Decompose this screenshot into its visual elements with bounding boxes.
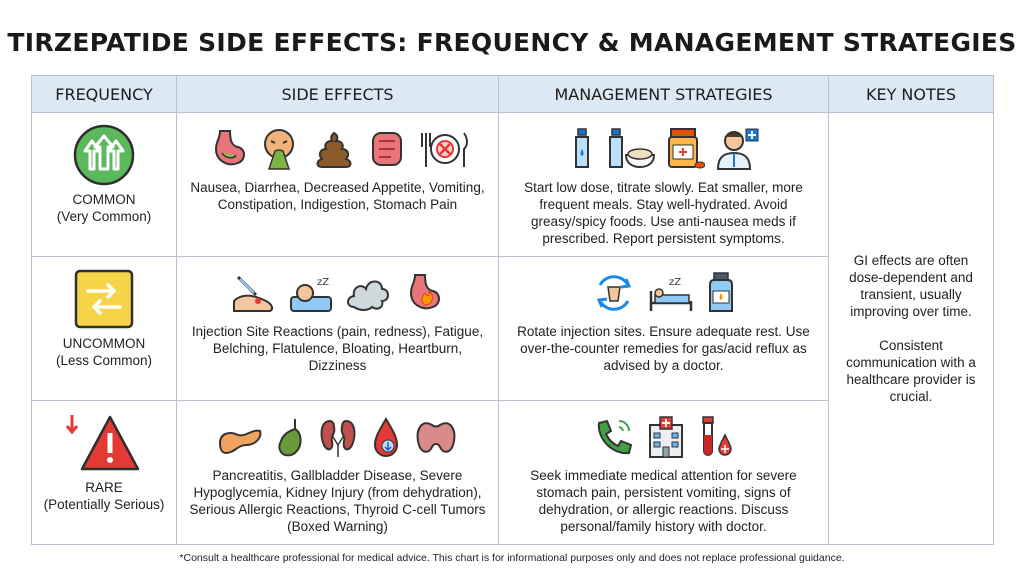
water-and-meal-icon bbox=[609, 128, 656, 169]
side-effects-text: Injection Site Reactions (pain, redness)… bbox=[191, 324, 484, 373]
side-effects-table: FREQUENCY SIDE EFFECTS MANAGEMENT STRATE… bbox=[31, 75, 994, 545]
table-row-rare: RARE (Potentially Serious) bbox=[31, 400, 994, 545]
key-note-communication: Consistent communication with a healthca… bbox=[846, 338, 976, 404]
vomiting-face-icon bbox=[263, 129, 294, 170]
sleeping-person-icon: zZ bbox=[290, 277, 332, 312]
management-cell-rare: Seek immediate medical attention for sev… bbox=[498, 400, 829, 545]
thyroid-icon bbox=[416, 422, 455, 453]
header-frequency: FREQUENCY bbox=[31, 75, 177, 113]
key-notes-cell: GI effects are often dose-dependent and … bbox=[828, 112, 994, 545]
frequency-sublabel: (Very Common) bbox=[56, 209, 152, 224]
frequency-level: UNCOMMON bbox=[62, 336, 146, 351]
svg-text:zZ: zZ bbox=[669, 277, 681, 288]
disclaimer-footnote: *Consult a healthcare professional for m… bbox=[179, 552, 845, 564]
blood-test-icon bbox=[701, 416, 732, 456]
table-row-common: COMMON (Very Common) bbox=[31, 112, 994, 545]
frequency-cell-common: COMMON (Very Common) bbox=[31, 112, 177, 257]
up-arrows-icon bbox=[73, 124, 135, 186]
header-management: MANAGEMENT STRATEGIES bbox=[498, 75, 829, 113]
heartburn-stomach-icon bbox=[409, 274, 440, 310]
management-text: Rotate injection sites. Ensure adequate … bbox=[517, 324, 810, 373]
rotate-sites-icon bbox=[596, 275, 631, 311]
pancreas-icon bbox=[218, 429, 261, 455]
side-effects-cell-uncommon: zZ Injection Site Reactions (pain, redne… bbox=[176, 256, 499, 401]
header-key-notes: KEY NOTES bbox=[828, 75, 994, 113]
management-cell-common: Start low dose, titrate slowly. Eat smal… bbox=[498, 112, 829, 257]
svg-text:zZ: zZ bbox=[317, 277, 329, 288]
page-title: TIRZEPATIDE SIDE EFFECTS: FREQUENCY & MA… bbox=[7, 28, 1017, 57]
side-effects-cell-rare: Pancreatitis, Gallbladder Disease, Sever… bbox=[176, 400, 499, 545]
warning-triangle-icon bbox=[65, 415, 140, 471]
header-side-effects: SIDE EFFECTS bbox=[176, 75, 499, 113]
gas-cloud-icon bbox=[347, 280, 389, 311]
table-header-row: FREQUENCY SIDE EFFECTS MANAGEMENT STRATE… bbox=[31, 75, 994, 113]
key-note-dose-dependent: GI effects are often dose-dependent and … bbox=[849, 253, 973, 319]
side-effects-cell-common: Nausea, Diarrhea, Decreased Appetite, Vo… bbox=[176, 112, 499, 257]
phone-call-icon bbox=[597, 419, 632, 455]
management-cell-uncommon: zZ Rotate injection sites. Ensure adequa… bbox=[498, 256, 829, 401]
injection-arm-icon bbox=[233, 275, 274, 312]
management-text: Start low dose, titrate slowly. Eat smal… bbox=[524, 180, 803, 246]
medicine-bottle-icon bbox=[668, 128, 705, 169]
rest-bed-icon: zZ bbox=[649, 277, 692, 311]
frequency-cell-uncommon: UNCOMMON (Less Common) bbox=[31, 256, 177, 401]
stool-icon bbox=[316, 131, 351, 168]
frequency-sublabel: (Potentially Serious) bbox=[43, 497, 165, 512]
water-bottle-icon bbox=[575, 128, 589, 168]
stomach-icon bbox=[214, 130, 245, 166]
doctor-icon bbox=[716, 128, 759, 170]
gallbladder-icon bbox=[277, 419, 301, 457]
side-effects-text: Nausea, Diarrhea, Decreased Appetite, Vo… bbox=[190, 180, 485, 212]
antacid-bottle-icon bbox=[708, 272, 733, 312]
swap-arrows-icon bbox=[74, 269, 134, 329]
kidneys-icon bbox=[320, 419, 355, 457]
table-row-uncommon: UNCOMMON (Less Common) bbox=[31, 256, 994, 401]
side-effects-text: Pancreatitis, Gallbladder Disease, Sever… bbox=[189, 468, 486, 534]
frequency-sublabel: (Less Common) bbox=[55, 353, 153, 368]
frequency-level: COMMON bbox=[72, 192, 136, 207]
blood-drop-icon bbox=[373, 417, 398, 457]
hospital-icon bbox=[648, 416, 683, 458]
no-food-plate-icon bbox=[420, 132, 468, 167]
frequency-level: RARE bbox=[85, 480, 123, 495]
management-text: Seek immediate medical attention for sev… bbox=[530, 468, 797, 534]
intestines-icon bbox=[371, 132, 402, 166]
frequency-cell-rare: RARE (Potentially Serious) bbox=[31, 400, 177, 545]
